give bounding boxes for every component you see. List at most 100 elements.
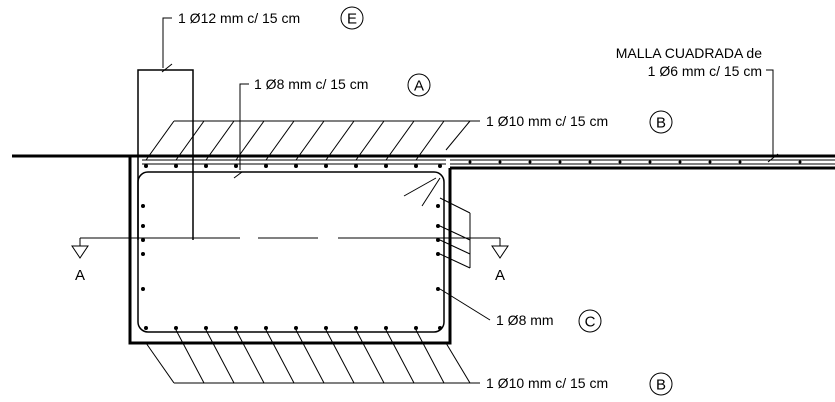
rebar-dot (354, 164, 358, 168)
hatch-line (445, 342, 471, 384)
beam-concrete-outline (128, 156, 452, 345)
top-hatch (145, 120, 471, 161)
hatch-line (385, 120, 415, 161)
leader-line (439, 225, 471, 241)
rebar-dot (648, 160, 652, 164)
rebar-dot (324, 326, 328, 330)
hatch-line (355, 120, 385, 161)
label-bar-a: 1 Ø8 mm c/ 15 cm A (254, 73, 431, 97)
hatch-line (205, 329, 235, 384)
tag-letter: E (347, 11, 357, 28)
leader-line (439, 239, 471, 255)
section-marker-left-icon (71, 245, 89, 259)
label-text: MALLA CUADRADA de (616, 45, 762, 61)
hatch-line (445, 120, 471, 151)
label-text: 1 Ø8 mm (496, 312, 554, 328)
rebar-dot (144, 326, 148, 330)
label-stirrup-e: 1 Ø12 mm c/ 15 cm E (178, 6, 364, 30)
rebar-dots (141, 160, 802, 330)
rebar-dot (528, 160, 532, 164)
rebar-dot (234, 326, 238, 330)
hook-line (403, 177, 437, 197)
hatch-line (265, 329, 295, 384)
hatch-line (415, 120, 445, 161)
rebar-dot (141, 224, 145, 228)
hatch-line (355, 329, 385, 384)
rebar-dot (294, 164, 298, 168)
rebar-dot (588, 160, 592, 164)
rebar-dot (438, 164, 442, 168)
tag-letter: C (585, 314, 596, 331)
hatch-line (295, 120, 325, 161)
rebar-dot (436, 238, 440, 242)
hatch-line (325, 329, 355, 384)
hatch-line (265, 120, 295, 161)
hatch-line (235, 329, 265, 384)
bar-c-leaders (403, 177, 491, 321)
rebar-dot (468, 160, 472, 164)
rebar-dot (324, 164, 328, 168)
rebar-dot (414, 326, 418, 330)
tag-circle (340, 6, 364, 30)
hatch-line (385, 329, 415, 384)
rebar-dot (414, 164, 418, 168)
rebar-dot (738, 160, 742, 164)
rebar-dot (174, 164, 178, 168)
hatch-line (175, 329, 205, 384)
leader-mesh (766, 69, 774, 156)
section-cut-line (71, 237, 509, 259)
rebar-dot (618, 160, 622, 164)
tag-circle (578, 309, 602, 333)
rebar-dot (436, 204, 440, 208)
stirrup-e-hook (137, 63, 194, 240)
label-text: 1 Ø10 mm c/ 15 cm (486, 375, 608, 391)
label-text: 1 Ø6 mm c/ 15 cm (648, 63, 762, 79)
bottom-hatch (145, 329, 471, 384)
label-mesh: MALLA CUADRADA de 1 Ø6 mm c/ 15 cm (616, 45, 762, 79)
leader-e (162, 17, 172, 68)
leader-mesh-tick (767, 153, 779, 163)
hatch-line (175, 120, 205, 161)
section-label-right: A (495, 267, 505, 284)
tag-circle (407, 73, 431, 97)
label-bar-b-top: 1 Ø10 mm c/ 15 cm B (486, 110, 673, 134)
label-leaders (162, 17, 779, 384)
tag-circle (649, 372, 673, 396)
rebar-dot (354, 326, 358, 330)
hook-line (421, 177, 441, 207)
hatch-line (295, 329, 325, 384)
hatch-line (235, 120, 265, 161)
slab-lines (12, 154, 835, 170)
rebar-dot (678, 160, 682, 164)
hatch-line (415, 329, 445, 384)
leader-line (439, 197, 471, 214)
tag-letter: B (656, 115, 666, 132)
rebar-dot (204, 164, 208, 168)
rebar-dot (438, 326, 442, 330)
rebar-dot (141, 204, 145, 208)
beam-stirrup (137, 171, 445, 333)
leader-a (239, 83, 249, 170)
rebar-dot (498, 160, 502, 164)
rebar-dot (141, 252, 145, 256)
label-bar-c: 1 Ø8 mm C (496, 309, 602, 333)
rebar-dot (144, 164, 148, 168)
section-label-left: A (75, 267, 85, 284)
rebar-dot (174, 326, 178, 330)
rebar-dot (798, 160, 802, 164)
hatch-line (325, 120, 355, 161)
label-text: 1 Ø12 mm c/ 15 cm (178, 10, 300, 26)
label-text: 1 Ø10 mm c/ 15 cm (486, 113, 608, 129)
rebar-dot (234, 164, 238, 168)
rebar-dot (294, 326, 298, 330)
tag-letter: B (656, 377, 666, 394)
rebar-dot (264, 164, 268, 168)
rebar-dot (384, 326, 388, 330)
leader-a-tick (233, 171, 243, 179)
tag-letter: A (414, 78, 424, 95)
rebar-dot (708, 160, 712, 164)
rebar-dot (436, 224, 440, 228)
leader-line (439, 288, 491, 321)
hatch-line (145, 342, 175, 384)
